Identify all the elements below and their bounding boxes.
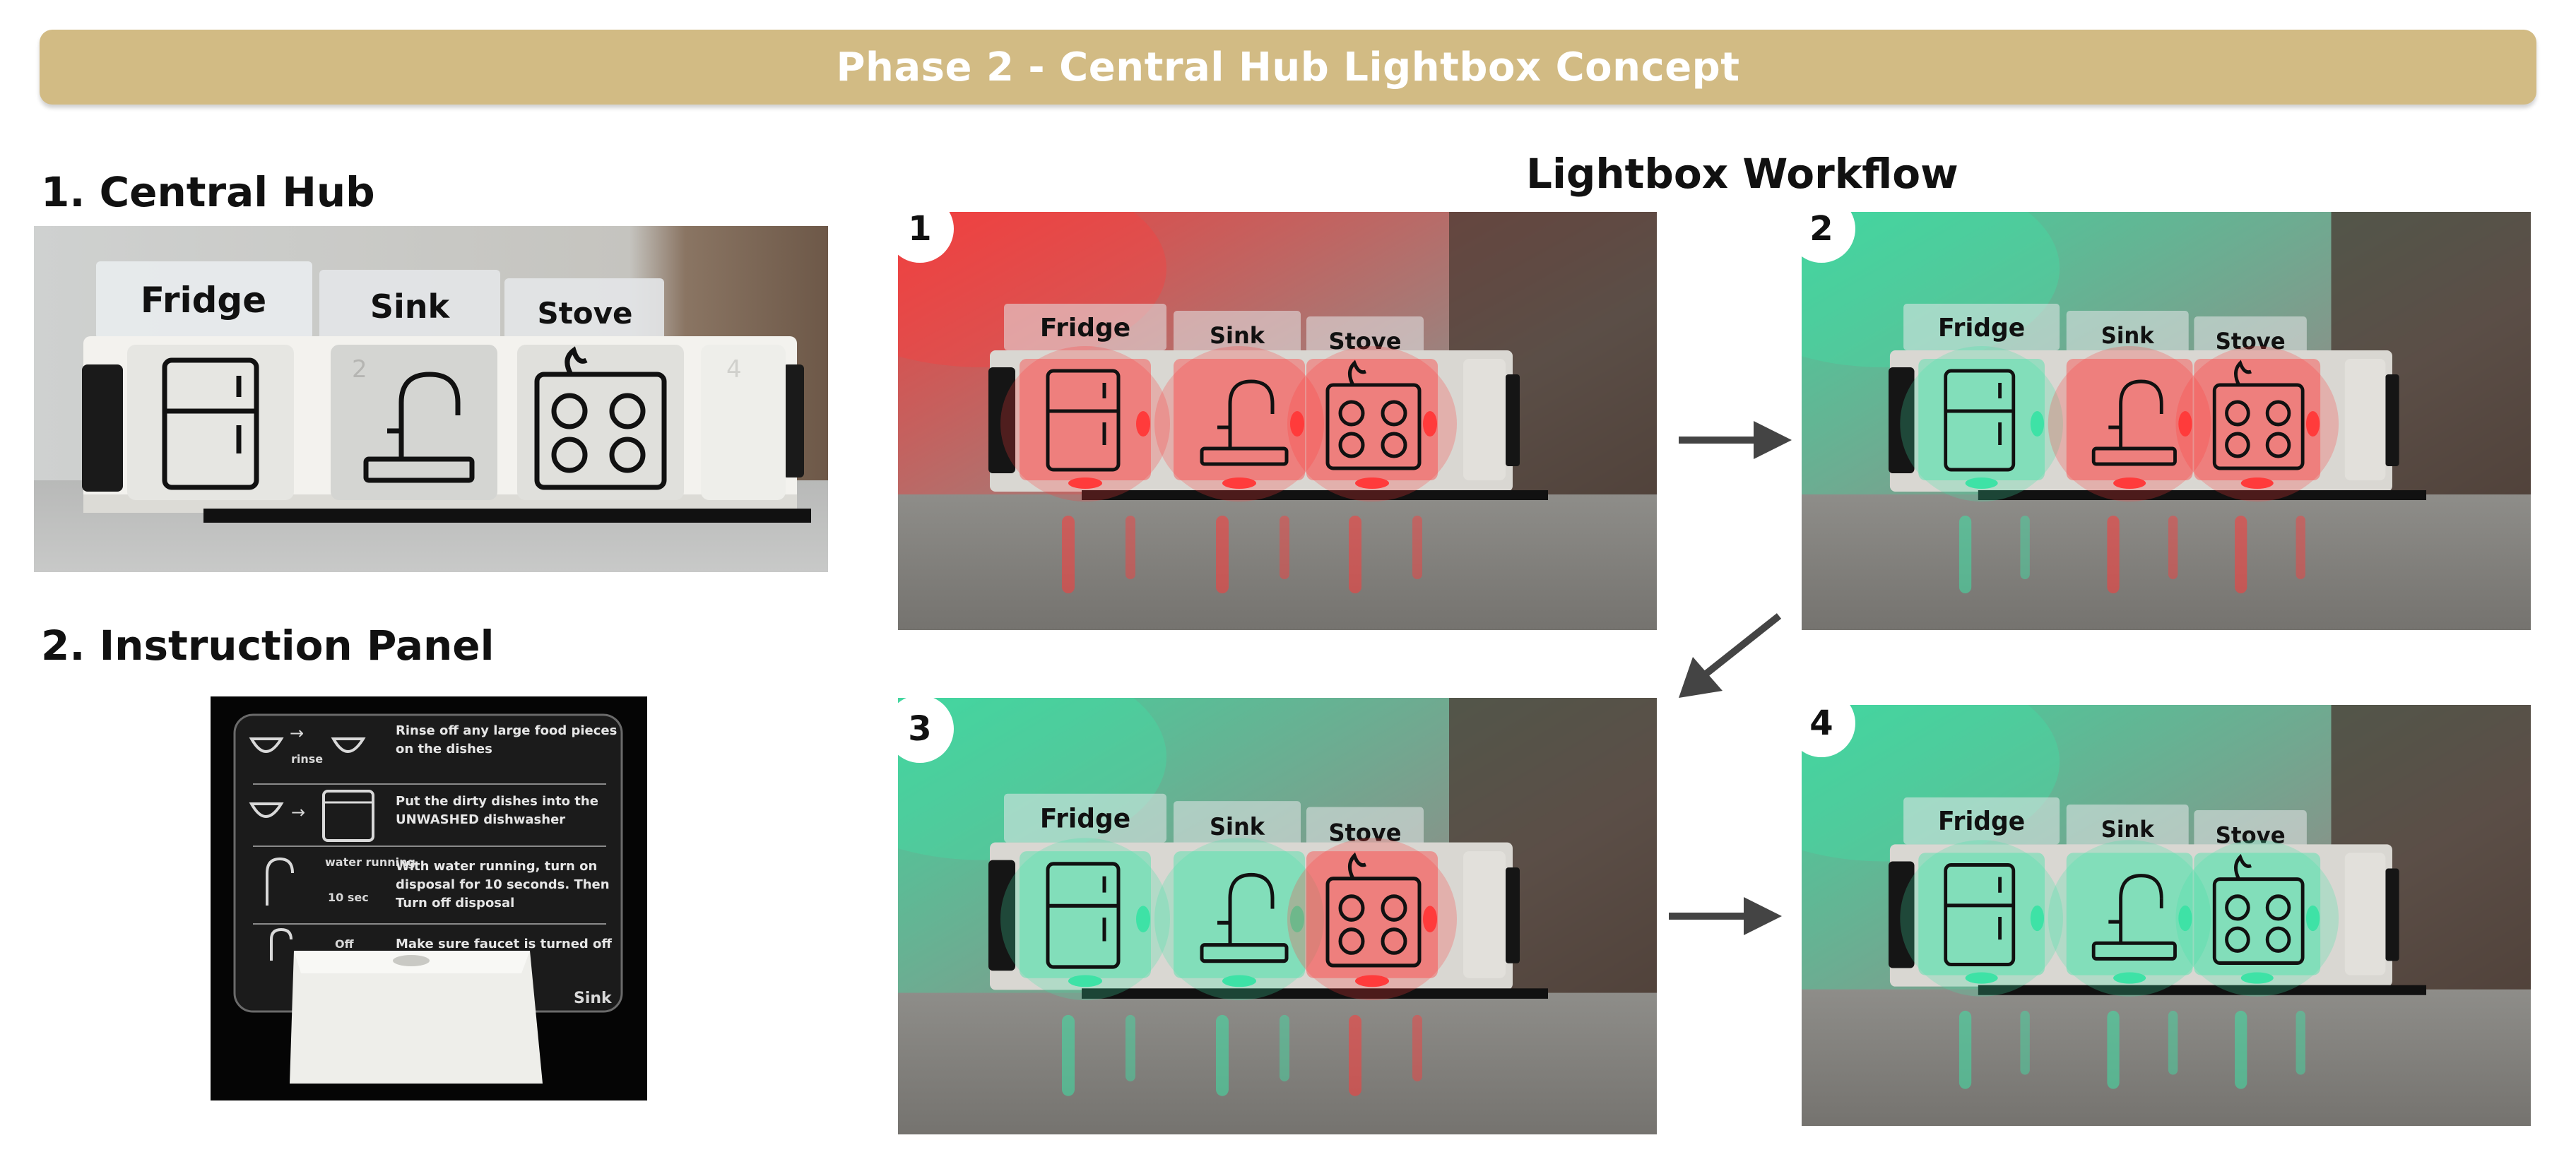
wf-label-fridge: Fridge <box>1938 807 2025 836</box>
instruction-icon-text-3b: 10 sec <box>328 891 369 904</box>
arrow-right-icon-2 <box>1669 897 1782 935</box>
instruction-footer: Sink <box>574 990 613 1007</box>
instruction-text-3c: Turn off disposal <box>396 896 514 910</box>
header-banner: Phase 2 - Central Hub Lightbox Concept <box>40 30 2536 105</box>
workflow-photo-3: Fridge Sink Stove <box>898 698 1657 1134</box>
workflow-photo-1: Fridge Sink Stove <box>898 212 1657 630</box>
instruction-text-2a: Put the dirty dishes into the <box>396 794 598 809</box>
svg-text:→: → <box>290 723 304 743</box>
step-badge-4: 4 <box>1788 689 1855 757</box>
workflow-title: Lightbox Workflow <box>1526 150 1958 198</box>
instruction-panel-photo: → rinse Rinse off any large food pieces … <box>211 696 647 1100</box>
wf-sink-icon <box>1200 379 1289 466</box>
wf-label-fridge: Fridge <box>1938 313 2025 343</box>
wf-label-sink: Sink <box>2101 323 2155 349</box>
wf-sink-icon <box>2091 379 2177 466</box>
wf-fridge-icon <box>1944 863 2016 966</box>
step-badge-2: 2 <box>1788 195 1855 263</box>
central-hub-title: 1. Central Hub <box>41 168 375 216</box>
faucet-icon <box>363 372 475 483</box>
wf-stove-icon <box>2212 853 2305 965</box>
hub-label-fridge: Fridge <box>141 280 266 321</box>
wf-sink-icon <box>2091 874 2177 961</box>
wf-label-fridge: Fridge <box>1040 314 1130 343</box>
wf-fridge-icon <box>1944 369 2016 472</box>
hub-label-sink: Sink <box>370 287 451 326</box>
instruction-icon-text-4: Off <box>335 937 355 951</box>
arrow-right-icon <box>1679 421 1792 459</box>
hub-label-stove: Stove <box>537 296 632 331</box>
wf-label-sink: Sink <box>1210 814 1265 841</box>
wf-label-sink: Sink <box>1210 322 1265 349</box>
dishwasher-icon <box>322 790 374 842</box>
step-badge-1: 1 <box>886 195 954 263</box>
wf-label-stove: Stove <box>1329 819 1402 847</box>
instruction-text-1a: Rinse off any large food pieces <box>396 723 617 738</box>
instruction-icon-text-3: water running <box>325 855 415 869</box>
wf-fridge-icon <box>1046 369 1121 472</box>
wf-fridge-icon <box>1046 862 1121 969</box>
fridge-icon <box>162 357 259 490</box>
wf-label-sink: Sink <box>2101 817 2155 843</box>
hub-slot-number-2: 2 <box>352 355 367 384</box>
central-hub-photo: Fridge Sink Stove 2 4 <box>34 226 828 572</box>
wf-stove-icon <box>1325 852 1422 968</box>
step-badge-3: 3 <box>886 695 954 763</box>
wf-stove-icon <box>1325 360 1422 470</box>
instruction-text-4: Make sure faucet is turned off <box>396 937 612 951</box>
instruction-text-3a: With water running, turn on <box>396 859 597 874</box>
faucet-off-icon <box>270 927 293 961</box>
instruction-icon-text-1: rinse <box>291 752 323 766</box>
wf-stove-icon <box>2212 360 2305 470</box>
faucet-small-icon <box>266 857 294 906</box>
instruction-text-3b: disposal for 10 seconds. Then <box>396 877 610 892</box>
instruction-text-1b: on the dishes <box>396 742 492 756</box>
stove-icon <box>534 346 667 490</box>
arrow-down-left-icon <box>1679 613 1782 698</box>
wf-label-stove: Stove <box>1329 328 1402 355</box>
svg-text:→: → <box>291 802 305 822</box>
bowl-icon <box>249 737 366 753</box>
instruction-text-2b: UNWASHED dishwasher <box>396 812 565 827</box>
hub-slot-number-4: 4 <box>726 355 742 384</box>
page-title: Phase 2 - Central Hub Lightbox Concept <box>836 44 1740 90</box>
instruction-panel-title: 2. Instruction Panel <box>41 622 495 670</box>
wf-label-fridge: Fridge <box>1040 803 1130 834</box>
wf-sink-icon <box>1200 872 1289 963</box>
